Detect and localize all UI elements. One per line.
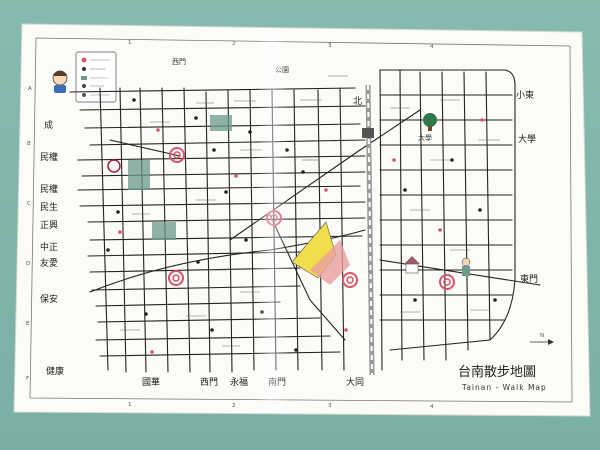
grid-number-1: 1 <box>128 40 132 46</box>
label-baoan: 保安 <box>40 293 58 305</box>
legend-dot-black <box>82 67 86 71</box>
label-guohua: 國華 <box>142 376 160 388</box>
north-arrow-icon: N <box>530 333 554 345</box>
poi-dots-pink <box>118 118 484 354</box>
grid-numbers: 1 2 3 4 1 2 3 4 <box>128 40 434 410</box>
legend-dot-pink <box>81 57 87 63</box>
label-minquan-2: 民權 <box>40 183 58 195</box>
grid-number-1-bottom: 1 <box>128 402 132 408</box>
park-block-1 <box>210 115 232 131</box>
grid-letters: A B C D E F <box>26 86 32 382</box>
grid-number-3-bottom: 3 <box>328 403 332 409</box>
legend-dot-grey <box>82 93 86 97</box>
grid-letter-c: C <box>27 201 31 207</box>
label-daxue: 大學 <box>518 133 536 145</box>
map-title: 台南散步地圖 <box>458 364 536 380</box>
grid-number-3: 3 <box>328 43 332 49</box>
label-zhongzheng: 中正 <box>40 241 58 253</box>
label-bei: 北 <box>353 96 362 107</box>
right-street-labels: 小東 大學 東門 <box>516 89 538 285</box>
grid-letter-b: B <box>27 141 31 147</box>
map-frame <box>29 37 573 403</box>
glare-reflection <box>254 30 290 414</box>
grid-letter-a: A <box>28 86 32 92</box>
poi-dots <box>106 98 497 352</box>
label-cheng: 成 <box>44 119 53 131</box>
label-ximen: 西門 <box>200 377 218 388</box>
person-icon <box>461 257 471 276</box>
label-jiankang: 健康 <box>46 365 64 377</box>
label-xiaodong: 小東 <box>516 89 534 101</box>
grid-number-4: 4 <box>430 44 434 50</box>
grid-number-2-bottom: 2 <box>232 403 236 409</box>
grid-letter-f: F <box>26 376 29 382</box>
grid-letter-e: E <box>26 321 30 327</box>
label-datong: 大同 <box>346 376 364 388</box>
label-yongfu: 永福 <box>230 376 248 388</box>
legend-box <box>75 51 117 103</box>
label-minsheng: 民生 <box>40 201 58 213</box>
map-subtitle: Tainan - Walk Map <box>461 383 547 392</box>
mask-icon <box>107 159 121 173</box>
park-block-2 <box>128 160 150 190</box>
legend-park-swatch <box>81 76 87 80</box>
cartoon-character-icon <box>52 70 68 93</box>
label-zhengxing: 正興 <box>40 220 58 231</box>
tree-icon <box>423 113 437 127</box>
label-minquan: 民權 <box>40 151 58 163</box>
north-label: N <box>540 333 544 339</box>
legend-dot-dark <box>82 84 86 88</box>
house-icon <box>404 256 420 274</box>
label-youai: 友愛 <box>40 257 58 269</box>
label-ximen-top: 西門 <box>172 58 186 66</box>
label-dongmen: 東門 <box>520 273 538 285</box>
grid-letter-d: D <box>26 261 30 267</box>
grid-number-2: 2 <box>232 41 236 47</box>
temple-icon <box>362 128 374 138</box>
pink-park-area <box>310 240 350 285</box>
park-block-3 <box>152 222 176 240</box>
grid-number-4-bottom: 4 <box>430 404 434 410</box>
left-street-labels: 成 民權 民權 民生 正興 中正 友愛 保安 健康 <box>40 119 64 377</box>
label-daxue-inner: 大學 <box>418 133 432 142</box>
